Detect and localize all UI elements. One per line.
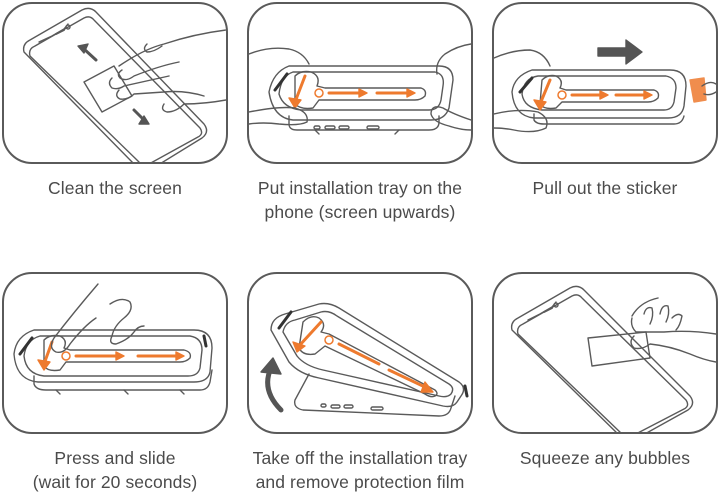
place-tray-icon: [249, 43, 471, 135]
step-4-panel: [2, 272, 228, 434]
step-3-panel: [492, 2, 718, 164]
step-6-panel: [492, 272, 718, 434]
step-2-panel: [247, 2, 473, 164]
step-4-caption: Press and slide (wait for 20 seconds): [32, 448, 198, 492]
step-3-caption: Pull out the sticker: [532, 178, 678, 198]
pull-sticker-icon: [494, 39, 716, 133]
step-1-panel: [2, 2, 228, 164]
press-slide-icon: [13, 283, 213, 395]
step-1-caption: Clean the screen: [48, 178, 182, 198]
step-2-caption: Put installation tray on the phone (scre…: [257, 178, 463, 222]
step-5-panel: [247, 272, 473, 434]
step-6-caption: Squeeze any bubbles: [519, 448, 691, 468]
remove-tray-icon: [260, 302, 469, 417]
squeeze-bubbles-icon: [510, 285, 716, 432]
wipe-screen-icon: [22, 7, 226, 162]
step-5-caption: Take off the installation tray and remov…: [252, 448, 468, 492]
